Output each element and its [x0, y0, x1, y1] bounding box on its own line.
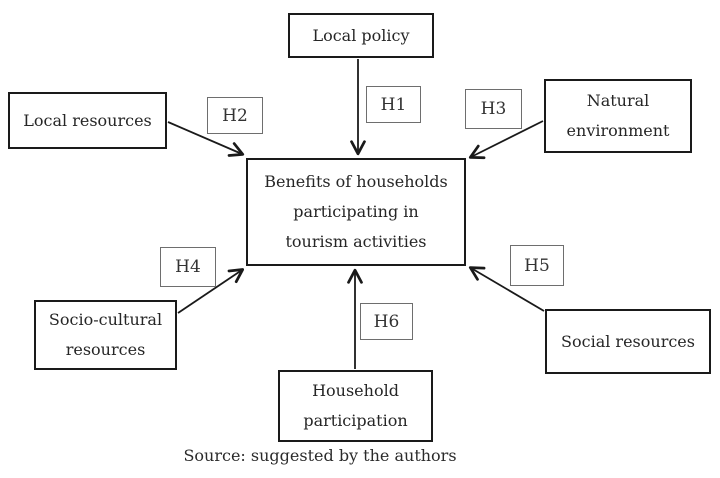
node-natural-environment-label-line2: environment [566, 121, 670, 140]
hypothesis-label-h2: H2 [207, 97, 263, 134]
node-socio-cultural-resources: Socio-cultural resources [34, 300, 177, 370]
node-local-resources-label: Local resources [23, 110, 152, 130]
hypothesis-label-h3: H3 [465, 89, 522, 129]
node-local-resources: Local resources [8, 92, 167, 149]
node-socio-cultural-label-line2: resources [65, 340, 146, 359]
node-local-policy-label: Local policy [312, 25, 410, 45]
hypothesis-label-h4: H4 [160, 247, 216, 287]
node-household-participation: Household participation [278, 370, 433, 442]
node-benefits-label-line1: Benefits of households [264, 172, 448, 191]
hypothesis-label-h1: H1 [366, 86, 421, 123]
source-note: Source: suggested by the authors [183, 446, 457, 465]
node-benefits-center: Benefits of households participating in … [246, 158, 466, 266]
node-benefits-label-line2: participating in [293, 202, 419, 221]
node-social-resources: Social resources [545, 309, 711, 374]
node-socio-cultural-label-line1: Socio-cultural [48, 310, 163, 329]
node-natural-environment-label-line1: Natural [586, 91, 650, 110]
node-local-policy: Local policy [288, 13, 434, 58]
node-household-label-line2: participation [303, 411, 408, 430]
node-social-resources-label: Social resources [561, 331, 695, 351]
hypothesis-label-h5: H5 [510, 245, 564, 286]
hypothesis-label-h6: H6 [360, 303, 413, 340]
node-household-label-line1: Household [312, 381, 399, 400]
node-natural-environment: Natural environment [544, 79, 692, 153]
node-benefits-label-line3: tourism activities [285, 232, 427, 251]
